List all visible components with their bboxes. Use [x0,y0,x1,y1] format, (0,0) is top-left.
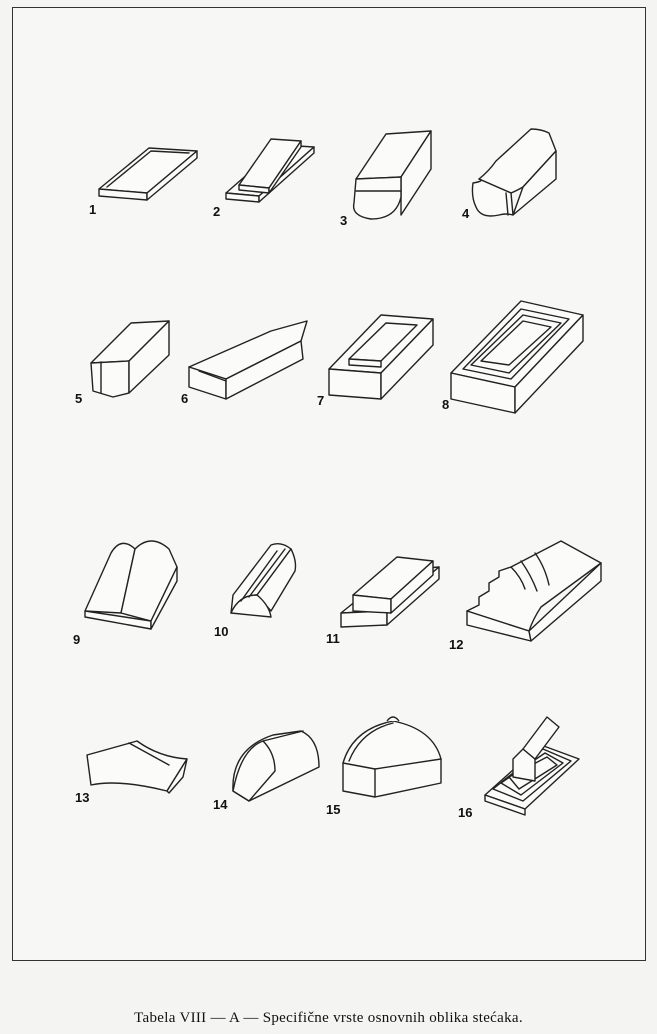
figure-3-drawing [352,130,432,220]
figure-number: 11 [326,631,340,646]
figure-number: 6 [181,391,189,406]
figure-number: 16 [458,805,473,820]
figure-8-drawing [450,300,584,414]
figure-10-drawing [230,542,297,618]
figure-2-drawing [225,138,315,203]
figure-12-drawing [466,540,602,642]
figure-16-drawing [484,716,580,816]
figure-number: 2 [213,204,221,219]
figure-number: 8 [442,397,450,412]
figure-number: 12 [449,637,464,652]
figure-number: 15 [326,802,341,817]
figure-13-drawing [86,740,188,794]
figure-number: 7 [317,393,325,408]
figure-number: 3 [340,213,348,228]
figure-7-drawing [328,314,434,400]
figure-14-drawing [232,730,320,802]
figure-number: 5 [75,391,83,406]
figure-11-drawing [340,556,440,628]
figure-1-drawing [98,147,198,201]
figure-number: 13 [75,790,90,805]
figure-5-drawing [90,320,170,398]
figure-number: 1 [89,202,97,217]
plate-frame: 1 2 3 4 5 6 7 8 9 10 11 12 13 14 15 16 [12,7,646,961]
figure-number: 9 [73,632,81,647]
figure-number: 4 [462,206,470,221]
figure-4-drawing [471,128,557,217]
figure-number: 10 [214,624,229,639]
plate-caption: Tabela VIII — A — Specifične vrste osnov… [134,1010,523,1026]
drawings [84,128,602,816]
figure-9-drawing [84,540,178,630]
figure-15-drawing [342,716,442,798]
figure-6-drawing [188,320,308,400]
figure-number: 14 [213,797,228,812]
